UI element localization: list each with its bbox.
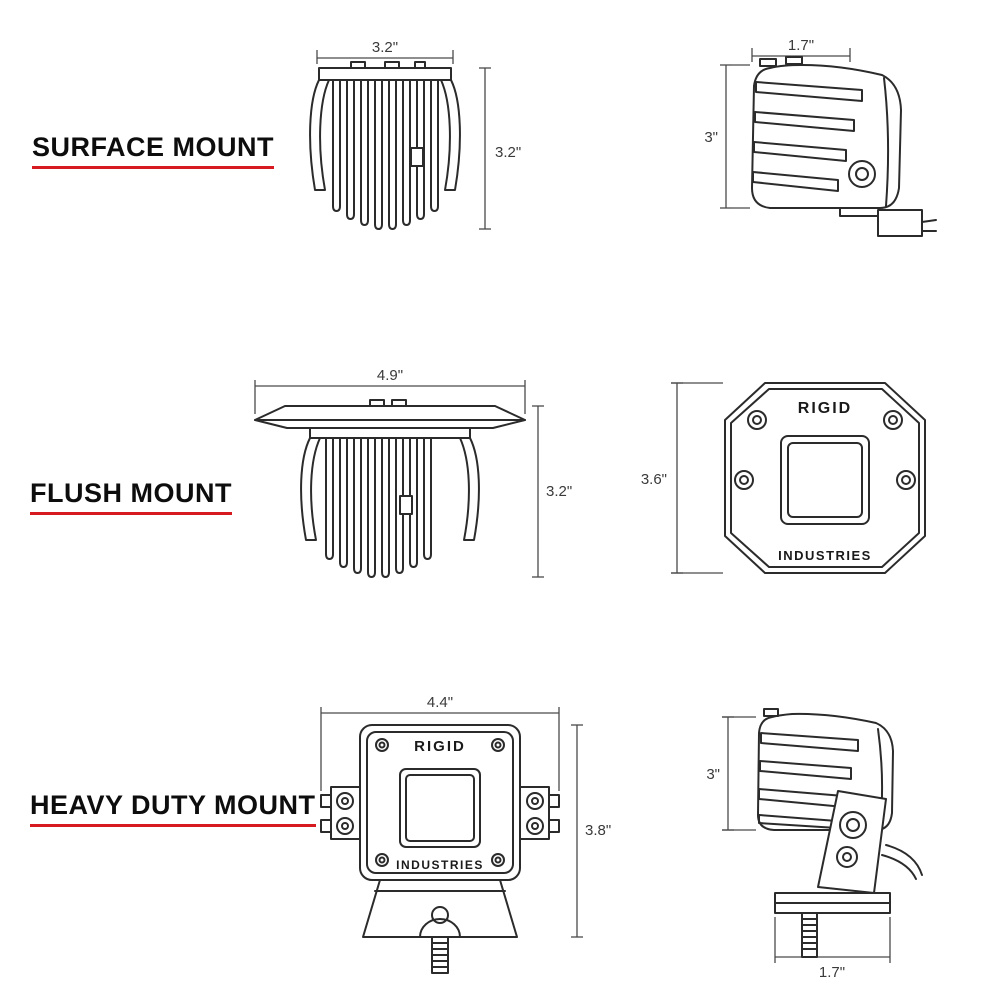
screw-boss: [848, 160, 876, 188]
section-label-heavy-duty-mount-wrap: HEAVY DUTY MOUNT: [30, 790, 316, 827]
dim-flush-rear-height: 3.2": [532, 405, 572, 578]
brand-sub-text: INDUSTRIES: [778, 548, 872, 563]
surface-mount-rear-view: 3.2" 3.2": [309, 39, 521, 230]
wire-2: [881, 854, 917, 880]
lens-inner: [405, 774, 475, 842]
dim-value-surface-side-height: 3": [704, 129, 718, 146]
dim-value-surface-rear-height: 3.2": [495, 144, 521, 161]
heavy-duty-base: [774, 892, 891, 914]
side-fins: [752, 81, 863, 192]
dim-value-surface-side-depth: 1.7": [788, 38, 814, 54]
mounting-stud: [431, 936, 449, 974]
surface-mount-side-body: [751, 56, 937, 237]
dim-value-heavy-front-height: 3.8": [585, 822, 611, 839]
corner-screws: [375, 738, 505, 867]
dim-value-flush-rear-height: 3.2": [546, 483, 572, 500]
section-label-heavy-duty-mount: HEAVY DUTY MOUNT: [30, 790, 316, 827]
dim-value-flush-rear-width: 4.9": [377, 368, 403, 384]
surface-mount-side-view: 1.7" 3": [704, 38, 937, 237]
pedestal-base: [362, 879, 518, 938]
heavy-duty-light-body: RIGID INDUSTRIES: [359, 724, 521, 881]
dim-value-surface-rear-width: 3.2": [372, 39, 398, 56]
flush-mount-flange: [254, 399, 526, 429]
dim-heavy-base-width: 1.7": [774, 917, 891, 981]
dim-flush-rear-width: 4.9": [254, 368, 526, 414]
section-label-flush-mount: FLUSH MOUNT: [30, 478, 232, 515]
lens: [399, 768, 481, 848]
dim-surface-side-height: 3": [704, 64, 750, 209]
dim-surface-rear-height: 3.2": [479, 67, 521, 230]
flush-mount-rear-view: 4.9" 3.2": [254, 368, 572, 578]
screw-boss-inner: [855, 167, 869, 181]
heat-sink-fins: [332, 79, 439, 230]
dim-value-heavy-base-width: 1.7": [819, 964, 845, 981]
dim-value-flush-front-height: 3.6": [641, 471, 667, 488]
face-edge: [883, 77, 890, 207]
dim-heavy-side-height: 3": [706, 716, 756, 831]
section-label-surface-mount-wrap: SURFACE MOUNT: [32, 132, 274, 169]
flush-mount-light-body: [300, 427, 480, 578]
dim-value-heavy-side-height: 3": [706, 766, 720, 783]
surface-mount-light-body: [309, 61, 461, 230]
mounting-stud: [801, 912, 818, 958]
heat-sink-fins: [325, 437, 432, 578]
section-label-flush-mount-wrap: FLUSH MOUNT: [30, 478, 232, 515]
dim-value-heavy-front-width: 4.4": [427, 695, 453, 711]
lens-inner: [787, 442, 863, 518]
heavy-duty-side-view: 3" 1.7": [706, 708, 923, 981]
bolt-holes: [734, 410, 916, 490]
heavy-duty-front-view: 4.4" 3.8" RIGID INDUSTRIES: [320, 695, 611, 974]
connector-clip: [410, 147, 424, 167]
flush-mount-bezel: RIGID INDUSTRIES: [724, 382, 926, 574]
surface-mount-foot: [839, 207, 937, 237]
brand-sub-text: INDUSTRIES: [396, 858, 484, 872]
lens: [780, 435, 870, 525]
side-brackets: [320, 786, 560, 840]
dim-flush-front-height: 3.6": [641, 382, 723, 574]
dim-heavy-front-width: 4.4": [320, 695, 560, 791]
brand-name-text: RIGID: [414, 738, 466, 755]
flush-mount-front-view: 3.6" RIGID INDUSTRIES: [641, 382, 926, 574]
section-label-surface-mount: SURFACE MOUNT: [32, 132, 274, 169]
wire: [885, 844, 923, 876]
connector-clip: [399, 495, 413, 515]
brand-name-text: RIGID: [798, 400, 852, 417]
dim-surface-rear-width: 3.2": [316, 39, 454, 64]
dim-heavy-front-height: 3.8": [571, 724, 611, 938]
